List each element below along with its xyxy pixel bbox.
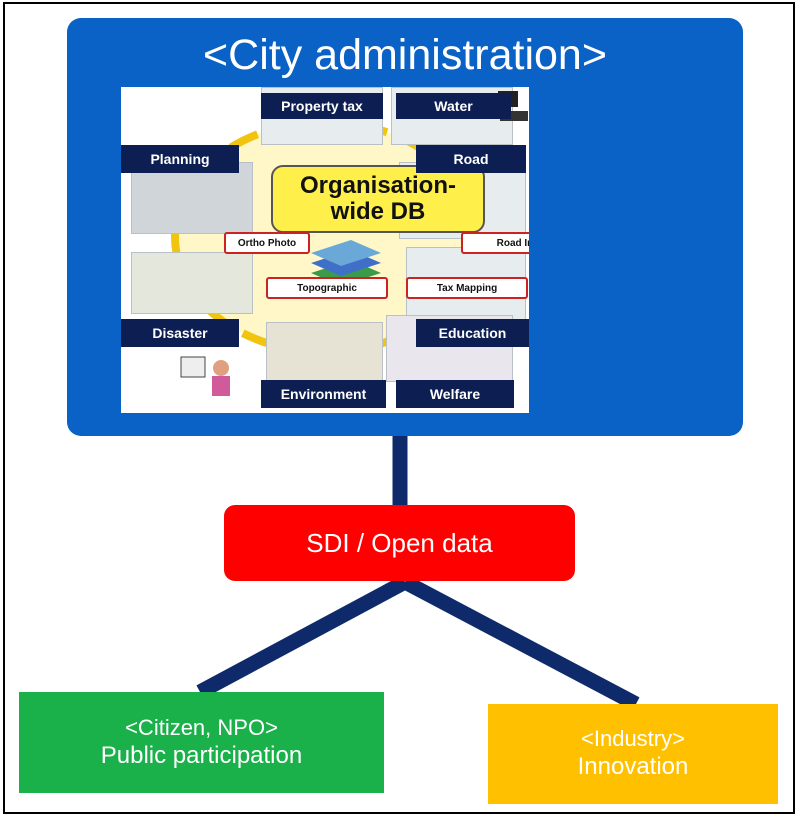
db-label-line1: Organisation-: [299, 172, 456, 199]
module-label-disaster: Disaster: [121, 319, 239, 347]
module-label-water: Water: [396, 93, 511, 119]
module-label-environment: Environment: [261, 380, 386, 408]
city-administration-title: <City administration>: [203, 31, 607, 79]
module-label-planning: Planning: [121, 145, 239, 173]
data-layer-topographic: Topographic: [266, 277, 388, 299]
module-label-property-tax: Property tax: [261, 93, 383, 119]
organisation-db-illustration: Organisation- wide DB Property tax Water…: [121, 87, 529, 413]
data-layer-road-information: Road Information: [461, 232, 529, 254]
sdi-open-data-label: SDI / Open data: [306, 528, 493, 558]
db-label-line2: wide DB: [330, 198, 426, 225]
industry-box: <Industry> Innovation: [488, 704, 778, 804]
citizen-npo-label: <Citizen, NPO>: [125, 714, 278, 740]
connector-sdi-to-industry: [401, 575, 640, 711]
module-label-education: Education: [416, 319, 529, 347]
map-thumbnail-left: [131, 252, 253, 314]
module-label-road: Road: [416, 145, 526, 173]
computer-user-icon: [180, 356, 230, 396]
public-participation-label: Public participation: [100, 741, 303, 769]
module-label-welfare: Welfare: [396, 380, 514, 408]
map-thumbnail-bottom-left: [266, 322, 383, 384]
innovation-label: Innovation: [577, 753, 689, 780]
data-layer-ortho-photo: Ortho Photo: [224, 232, 310, 254]
connector-sdi-to-citizen: [196, 575, 409, 699]
citizen-npo-box: <Citizen, NPO> Public participation: [19, 692, 384, 793]
sdi-open-data-box: SDI / Open data: [224, 505, 575, 581]
data-layer-tax-mapping: Tax Mapping: [406, 277, 528, 299]
organisation-wide-db-label: Organisation- wide DB: [271, 165, 485, 233]
industry-label: <Industry>: [581, 726, 685, 751]
